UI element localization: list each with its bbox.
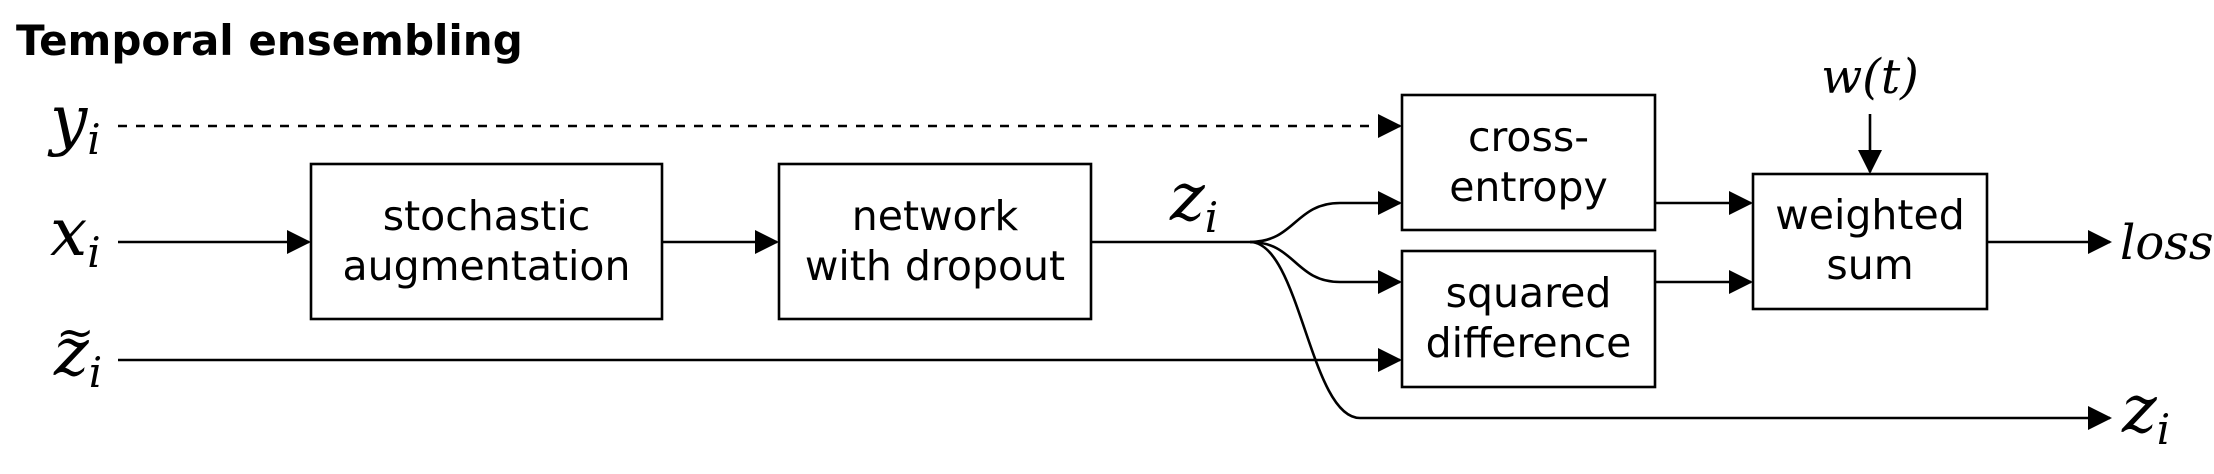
input-label-y: yi [47,81,101,164]
svg-text:network: network [852,192,1019,240]
squared-difference-box: squared difference [1400,249,1657,389]
svg-text:with dropout: with dropout [805,242,1065,290]
loss-label: loss [2120,215,2214,271]
diagram-title: Temporal ensembling [16,16,523,65]
stochastic-augmentation-box: stochastic augmentation [309,162,664,321]
svg-text:difference: difference [1426,319,1632,367]
svg-text:weighted: weighted [1775,191,1965,239]
input-label-z-tilde: zi [53,314,102,397]
z-output-label: zi [2121,371,2170,454]
svg-text:sum: sum [1826,241,1913,289]
weight-label: w(t) [1821,49,1919,105]
network-with-dropout-box: network with dropout [777,162,1093,321]
z-to-squared-difference-arrow [1249,240,1402,294]
cross-entropy-box: cross- entropy [1400,93,1657,232]
svg-text:stochastic: stochastic [383,192,591,240]
input-label-x: xi [50,194,101,277]
tilde-accent: ~ [56,305,95,359]
svg-text:entropy: entropy [1449,163,1608,211]
svg-text:cross-: cross- [1468,113,1589,161]
z-to-cross-entropy-arrow [1249,191,1402,244]
z-middle-label: zi [1169,159,1218,242]
weighted-sum-box: weighted sum [1751,172,1989,311]
svg-text:augmentation: augmentation [342,242,630,290]
z-output-arrow [1249,240,2112,430]
svg-text:squared: squared [1446,269,1612,317]
